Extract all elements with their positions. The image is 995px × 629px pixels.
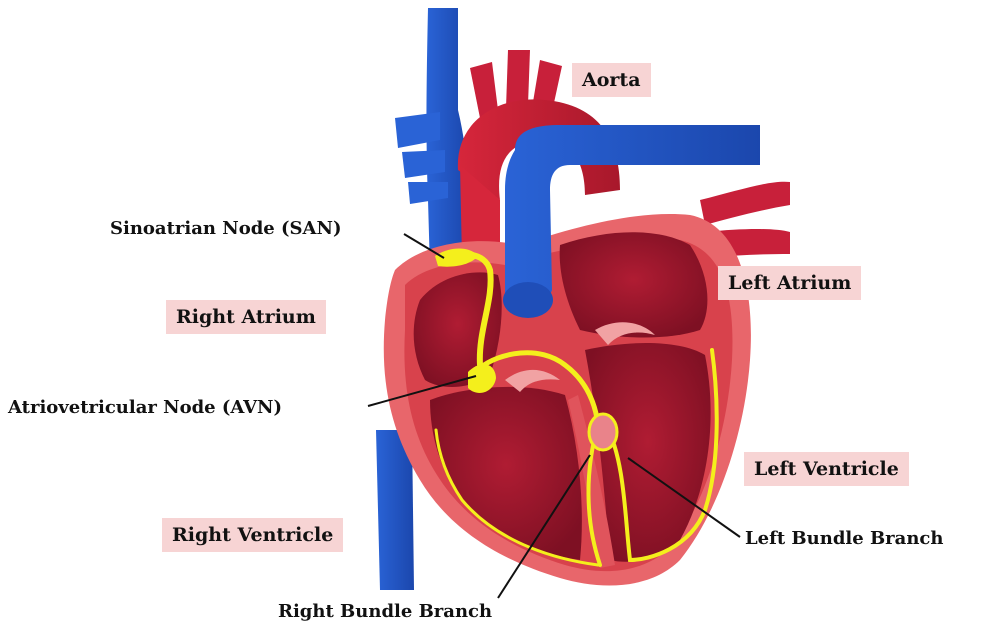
bundle-of-his: [589, 414, 617, 450]
label-aorta: Aorta: [572, 63, 651, 97]
label-left-bundle-branch: Left Bundle Branch: [745, 528, 943, 550]
label-san: Sinoatrian Node (SAN): [110, 218, 341, 240]
label-left-ventricle: Left Ventricle: [744, 452, 909, 486]
label-right-ventricle: Right Ventricle: [162, 518, 343, 552]
label-avn: Atriovetricular Node (AVN): [8, 397, 282, 419]
label-right-bundle-branch: Right Bundle Branch: [278, 601, 492, 623]
label-left-atrium: Left Atrium: [718, 266, 861, 300]
label-right-atrium: Right Atrium: [166, 300, 326, 334]
